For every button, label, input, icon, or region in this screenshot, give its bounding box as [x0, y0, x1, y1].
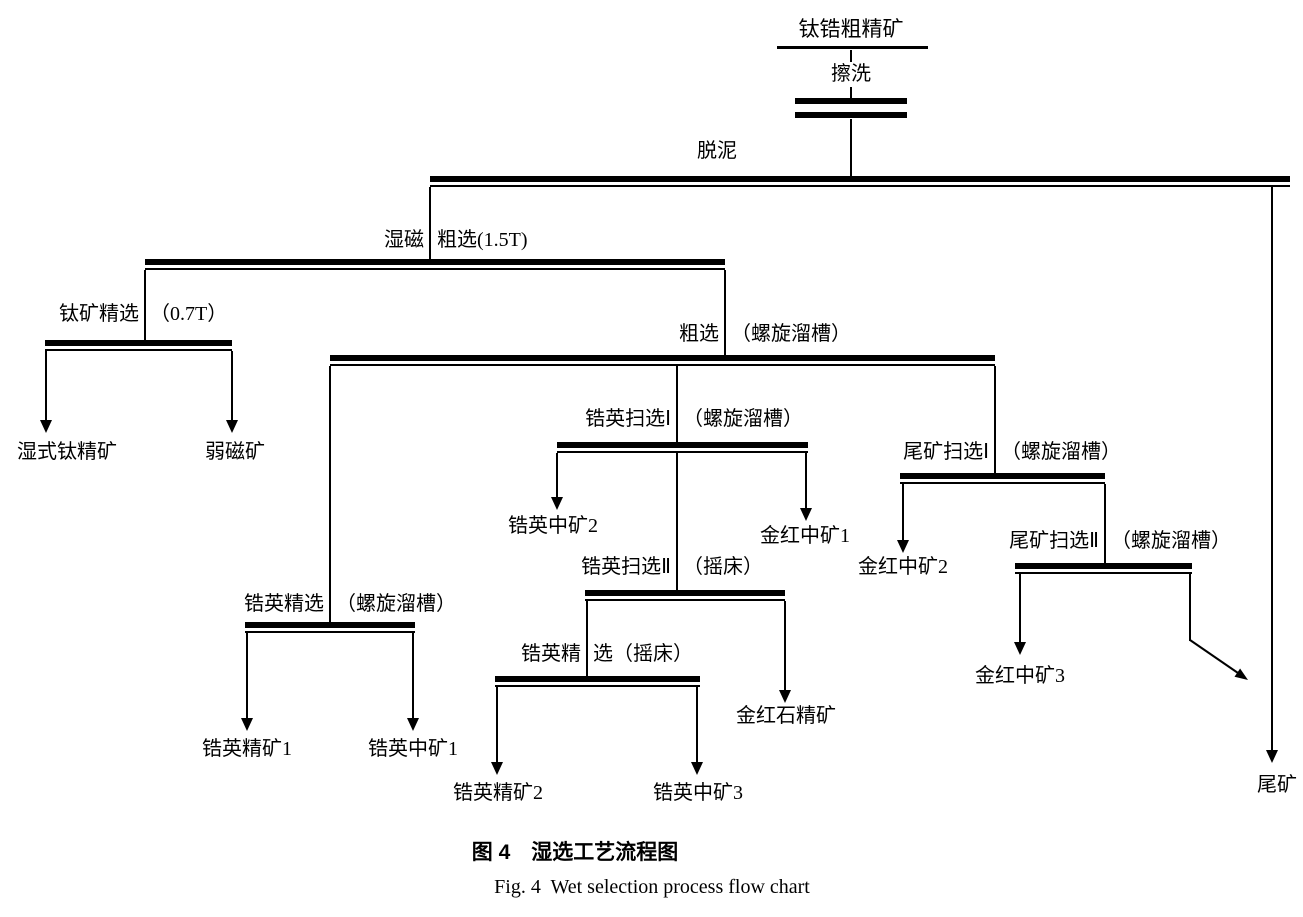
- product-label-zircon-concentrate-1: 锆英精矿1: [202, 738, 292, 760]
- arrow-rutile-middlings-3: [1014, 642, 1026, 655]
- figure-caption-chinese: 图 4 湿选工艺流程图: [471, 841, 679, 864]
- connector-tailscav1-rutmid2: [902, 484, 904, 540]
- node-label-zrcleaner-right: （螺旋溜槽）: [336, 593, 456, 615]
- process-bar-deslime: [430, 176, 1290, 182]
- process-bar-zrtable: [495, 676, 700, 682]
- process-underbar-tailscav2: [1015, 572, 1192, 574]
- figure-caption-english: Fig. 4 Wet selection process flow chart: [494, 876, 810, 898]
- connector-zrscav2-rutconc: [784, 601, 786, 690]
- connector-zrtable-zrconc2: [496, 687, 498, 762]
- process-underbar-zrscav1: [557, 451, 808, 453]
- arrow-zircon-concentrate-2: [491, 762, 503, 775]
- arrow-zircon-middlings-3: [691, 762, 703, 775]
- process-underbar-zrscav2: [585, 599, 785, 601]
- arrow-zircon-middlings-1: [407, 718, 419, 731]
- node-label-rougher-left: 粗选: [679, 323, 719, 345]
- node-label-zrscav2-right: （摇床）: [683, 556, 763, 578]
- connector-tailscav2-drop: [1189, 574, 1191, 641]
- arrow-rutile-middlings-1: [800, 508, 812, 521]
- arrow-rutile-concentrate: [779, 690, 791, 703]
- arrow-tailings: [1266, 750, 1278, 763]
- connector-zrscav1-zrmid2: [556, 453, 558, 497]
- node-label-zrcleaner-left: 锆英精选: [244, 593, 324, 615]
- feed-underline: [777, 46, 928, 49]
- process-underbar-deslime: [430, 185, 1290, 187]
- node-label-zrtable-right: 选（摇床）: [593, 643, 693, 665]
- connector-wetmag-ticleaner: [144, 270, 146, 340]
- node-label-wetmag-left: 湿磁: [384, 229, 424, 251]
- arrow-rutile-middlings-2: [897, 540, 909, 553]
- process-underbar-ticleaner: [45, 349, 232, 351]
- connector-rougher-tailscav1: [994, 366, 996, 473]
- product-label-zircon-middlings-3: 锆英中矿3: [653, 782, 743, 804]
- connector-wetmag-rougher: [724, 270, 726, 355]
- node-label-wetmag-right: 粗选(1.5T): [437, 229, 528, 251]
- product-label-zircon-middlings-1: 锆英中矿1: [368, 738, 458, 760]
- process-underbar-zrcleaner: [245, 631, 415, 633]
- connector-zrcleaner-zrmid1: [412, 633, 414, 718]
- node-label-tailscav2-left: 尾矿扫选Ⅱ: [1009, 530, 1099, 552]
- connector-tailscav1-tailscav2: [1104, 484, 1106, 563]
- connector-deslime-tailings: [1271, 187, 1273, 750]
- node-label-tailscav2-right: （螺旋溜槽）: [1111, 530, 1231, 552]
- connector-deslime-wetmag: [429, 187, 431, 259]
- process-bar-zrscav1: [557, 442, 808, 448]
- process-bar-scrub-2: [795, 112, 907, 118]
- node-label-rougher-right: （螺旋溜槽）: [731, 323, 851, 345]
- node-label-deslime: 脱泥: [697, 140, 737, 162]
- node-label-feed: 钛锆粗精矿: [798, 17, 904, 41]
- product-label-rutile-middlings-2: 金红中矿2: [858, 556, 948, 578]
- process-underbar-zrtable: [495, 685, 700, 687]
- node-label-ticleaner-left: 钛矿精选: [59, 303, 139, 325]
- node-label-zrscav1-right: （螺旋溜槽）: [683, 408, 803, 430]
- connector-zrscav1-zrscav2: [676, 453, 678, 590]
- connector-rougher-zrscav1: [676, 366, 678, 442]
- node-label-zrscav2-left: 锆英扫选Ⅱ: [581, 556, 671, 578]
- connector-ticleaner-weakmag: [231, 351, 233, 420]
- product-label-zircon-middlings-2: 锆英中矿2: [508, 515, 598, 537]
- product-label-weak-magnetic-ore: 弱磁矿: [205, 441, 265, 463]
- connector-zrscav1-rutmid1: [805, 453, 807, 508]
- connector-scrub-deslime: [850, 119, 852, 176]
- product-label-rutile-concentrate: 金红石精矿: [736, 705, 836, 727]
- arrow-zircon-middlings-2: [551, 497, 563, 510]
- arrow-zircon-concentrate-1: [241, 718, 253, 731]
- connector-ticleaner-wetticonc: [45, 351, 47, 420]
- process-bar-zrcleaner: [245, 622, 415, 628]
- product-label-tailings: 尾矿: [1257, 774, 1297, 796]
- node-label-scrub: 擦洗: [828, 62, 874, 87]
- process-underbar-wetmag: [145, 268, 725, 270]
- process-bar-tailscav2: [1015, 563, 1192, 569]
- connector-rougher-zrcleaner: [329, 366, 331, 622]
- connector-tailscav2-rutmid3: [1019, 574, 1021, 642]
- process-underbar-rougher: [330, 364, 995, 366]
- connector-zrcleaner-zrconc1: [246, 633, 248, 718]
- product-label-rutile-middlings-1: 金红中矿1: [760, 525, 850, 547]
- process-bar-scrub-1: [795, 98, 907, 104]
- node-label-tailscav1-right: （螺旋溜槽）: [1001, 441, 1121, 463]
- process-bar-ticleaner: [45, 340, 232, 346]
- product-label-zircon-concentrate-2: 锆英精矿2: [453, 782, 543, 804]
- product-label-rutile-middlings-3: 金红中矿3: [975, 665, 1065, 687]
- process-bar-zrscav2: [585, 590, 785, 596]
- node-label-zrtable-left: 锆英精: [521, 643, 581, 665]
- process-bar-tailscav1: [900, 473, 1105, 479]
- process-bar-wetmag: [145, 259, 725, 265]
- diagonal-connector-tailscav2-tailings: [1189, 639, 1248, 680]
- process-underbar-tailscav1: [900, 482, 1105, 484]
- node-label-zrscav1-left: 锆英扫选Ⅰ: [585, 408, 671, 430]
- process-bar-rougher: [330, 355, 995, 361]
- node-label-ticleaner-right: （0.7T）: [150, 303, 228, 325]
- connector-zrscav2-zrtable: [586, 601, 588, 676]
- arrow-wet-ti-concentrate: [40, 420, 52, 433]
- arrow-weak-magnetic-ore: [226, 420, 238, 433]
- connector-zrtable-zrmid3: [696, 687, 698, 762]
- node-label-tailscav1-left: 尾矿扫选Ⅰ: [903, 441, 989, 463]
- product-label-wet-ti-concentrate: 湿式钛精矿: [17, 441, 117, 463]
